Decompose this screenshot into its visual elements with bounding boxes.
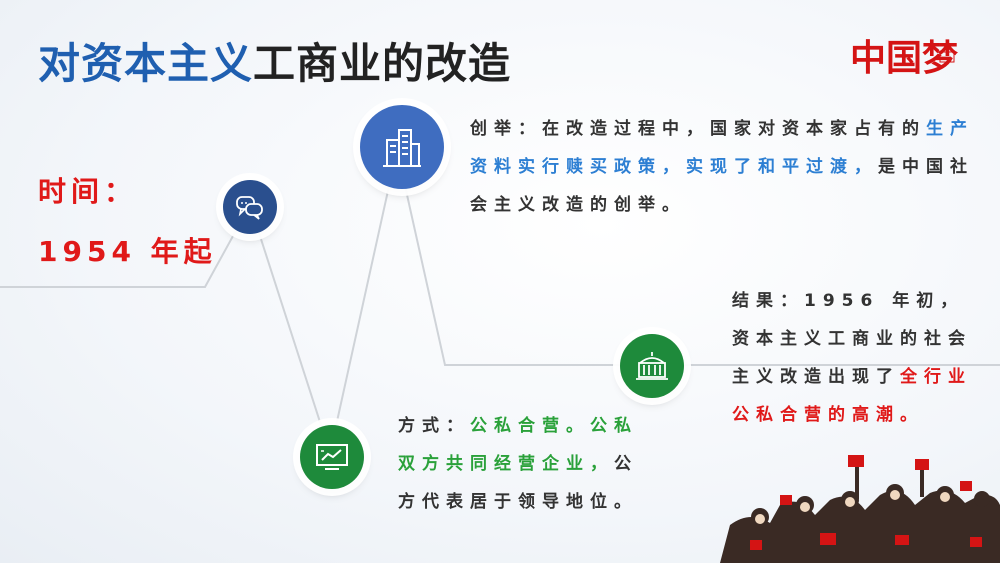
result-prefix: 结果：1956 年初，资本主义工商业的社会主义改造出现了 (732, 291, 972, 387)
chart-node (300, 425, 364, 489)
innovation-text: 创举：在改造过程中，国家对资本家占有的生产资料实行赎买政策，实现了和平过渡，是中… (470, 110, 980, 224)
page-title: 对资本主义工商业的改造 (38, 30, 511, 91)
chart-monitor-icon (316, 444, 348, 470)
government-node (620, 334, 684, 398)
method-text: 方式：公私合营。公私双方共同经营企业，公方代表居于领导地位。 (398, 407, 643, 521)
chat-node (223, 180, 277, 234)
buildings-icon (383, 129, 421, 167)
result-text: 结果：1956 年初，资本主义工商业的社会主义改造出现了全行业公私合营的高潮。 (732, 282, 972, 434)
method-suffix: 公方代表居于领导地位。 (398, 454, 638, 512)
chat-bubbles-icon (236, 196, 263, 220)
time-value: 1954 年起 (38, 235, 217, 268)
result-highlight: 全行业公私合营的高潮。 (732, 367, 972, 425)
china-dream-logo: 中国梦 (848, 22, 968, 92)
crowd-illustration (720, 455, 1000, 563)
innovation-suffix: 是中国社会主义改造的创举。 (470, 157, 974, 215)
building-node (360, 105, 444, 189)
title-part2: 工商业的改造 (253, 39, 512, 88)
government-building-icon (636, 352, 668, 380)
title-part1: 对资本主义 (38, 39, 254, 88)
method-prefix: 方式： (398, 416, 470, 436)
innovation-prefix: 创举：在改造过程中，国家对资本家占有的 (470, 119, 926, 139)
time-label: 时间： (38, 175, 138, 208)
innovation-highlight: 生产资料实行赎买政策，实现了和平过渡， (470, 119, 974, 177)
method-highlight: 公私合营。公私双方共同经营企业， (398, 416, 638, 474)
